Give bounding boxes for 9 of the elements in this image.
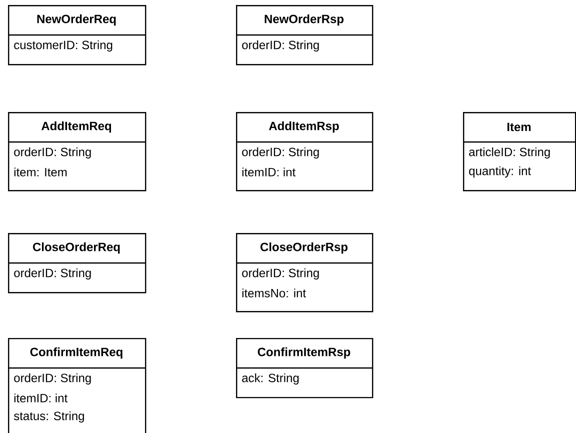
- class-box: CloseOrderReq orderID: String: [8, 233, 146, 294]
- class-box: Item articleID: String quantity: int: [463, 112, 576, 192]
- class-box: NewOrderReq customerID: String: [8, 5, 146, 66]
- class-box: CloseOrderRsp orderID: String itemsNo: int: [236, 233, 374, 312]
- class-box: AddItemReq orderID: String item: Item: [8, 112, 146, 192]
- class-box: NewOrderRsp orderID: String: [236, 5, 374, 66]
- class-box: AddItemRsp orderID: String itemID: int: [236, 112, 374, 192]
- class-box: ConfirmItemReq orderID: String itemID: int status: String: [8, 338, 146, 433]
- class-box: ConfirmItemRsp ack: String: [236, 338, 374, 398]
